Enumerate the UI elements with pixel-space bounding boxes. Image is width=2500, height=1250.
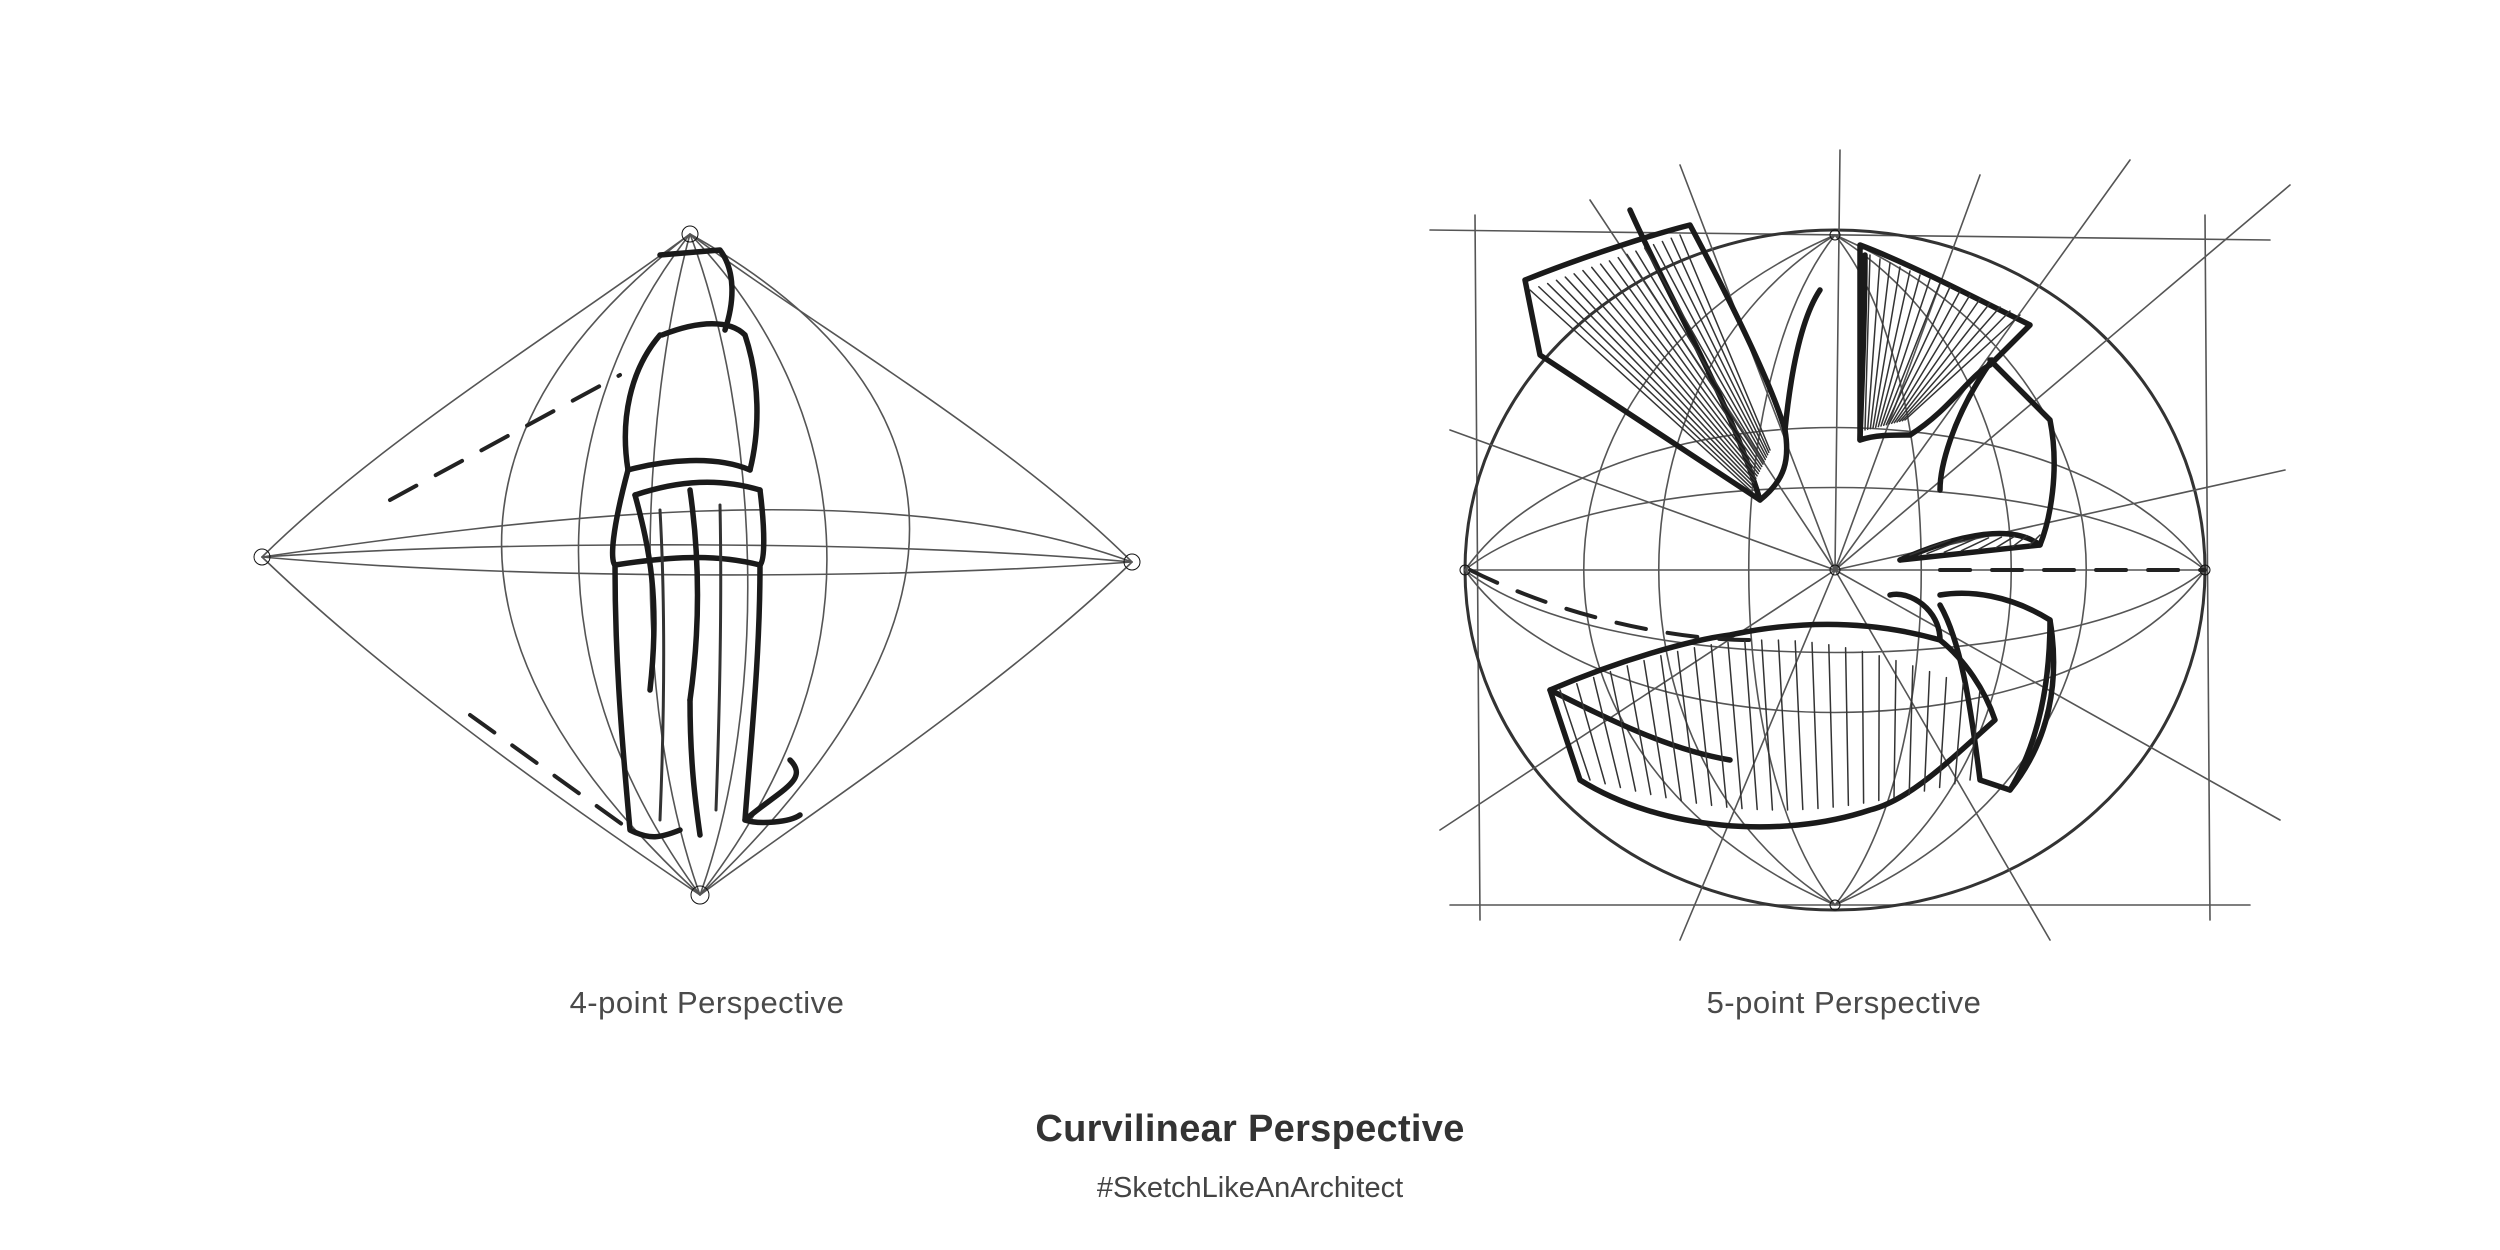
four-point-perspective-sketch [253,225,1141,905]
caption-four-point: 4-point Perspective [569,985,845,1020]
caption-five-point: 5-point Perspective [1706,985,1982,1020]
hatching-lines [1529,234,2041,811]
five-point-perspective-sketch [1429,149,2291,941]
hashtag: #SketchLikeAnArchitect [1096,1172,1404,1204]
page-title: Curvilinear Perspective [1035,1108,1465,1150]
